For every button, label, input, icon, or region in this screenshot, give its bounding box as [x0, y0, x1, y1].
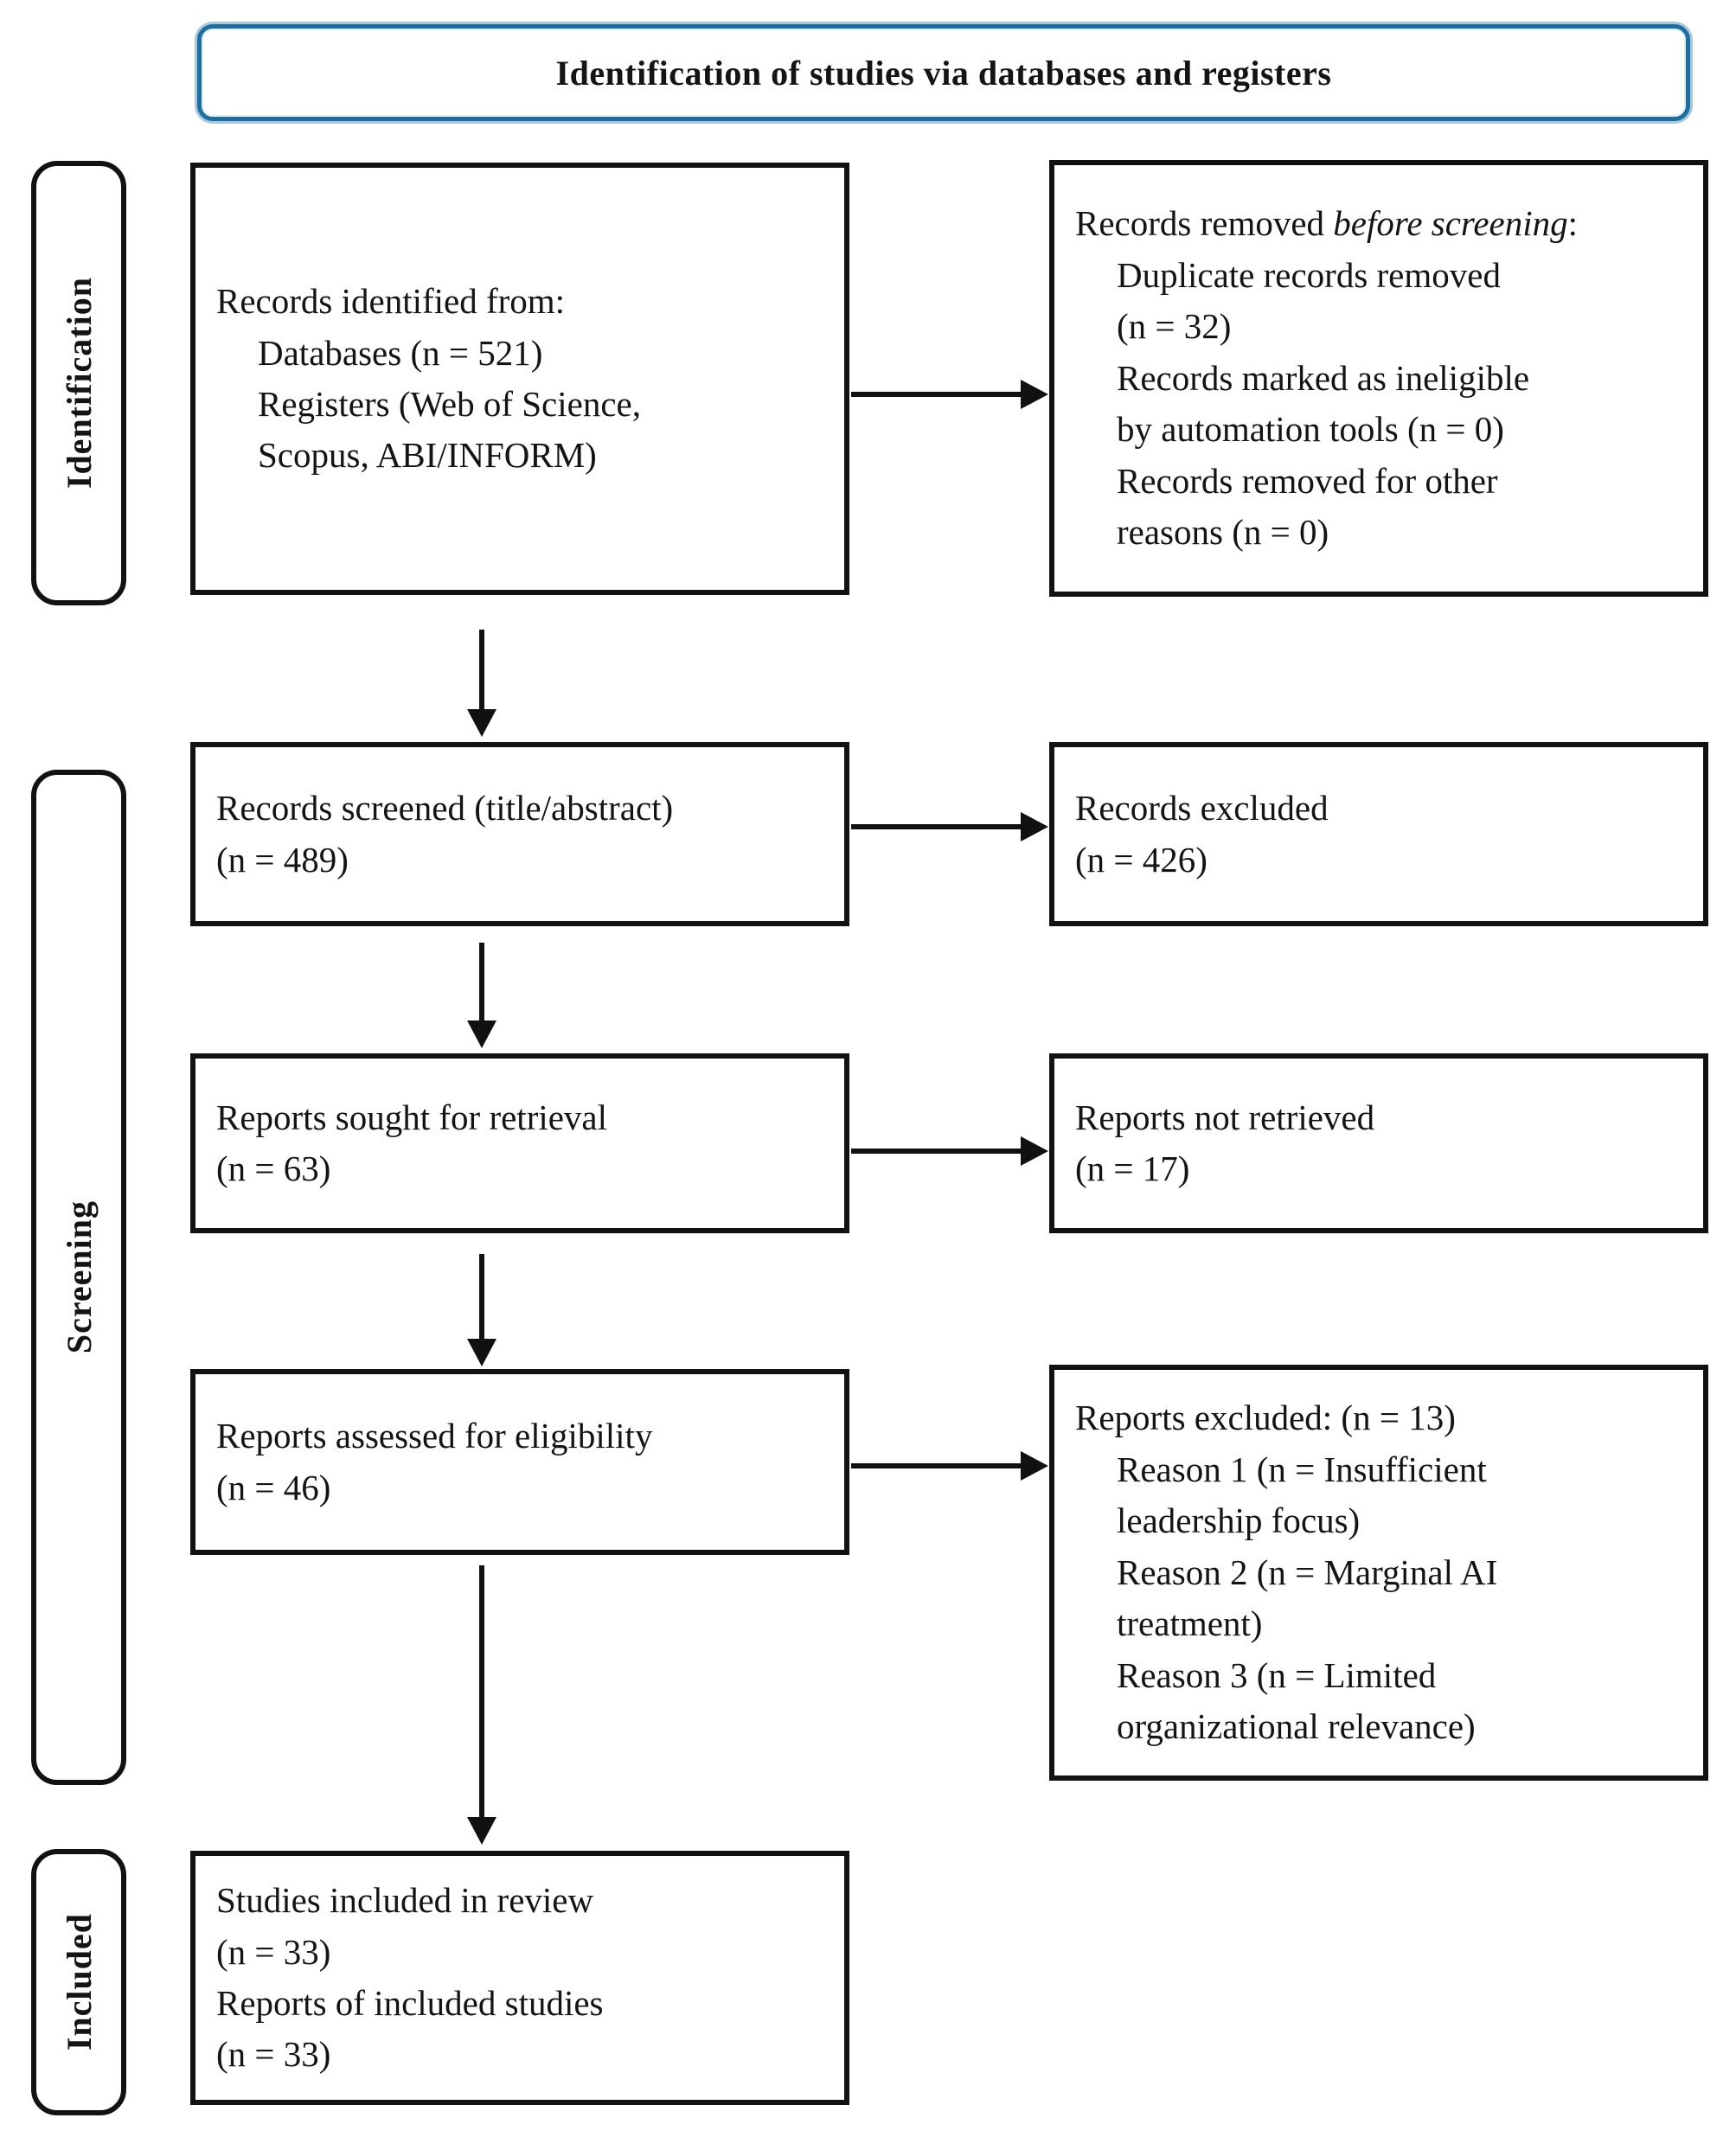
box-line: leadership focus): [1117, 1500, 1361, 1541]
box-line: Records screened (title/abstract): [216, 788, 674, 829]
box-line-italic-text: before screening: [1333, 203, 1568, 244]
arrow-assessed-to-reports-excluded: [851, 1451, 1048, 1481]
box-records-excluded: Records excluded (n = 426): [1049, 742, 1708, 926]
box-reports-assessed: Reports assessed for eligibility (n = 46…: [190, 1369, 849, 1555]
box-line: (n = 426): [1075, 839, 1208, 880]
stage-label-included: Included: [59, 1913, 99, 2051]
arrow-sought-to-assessed: [467, 1254, 496, 1366]
box-line: by automation tools (n = 0): [1117, 409, 1504, 450]
banner-title-box: Identification of studies via databases …: [197, 24, 1690, 121]
stage-box-identification: Identification: [31, 161, 126, 605]
box-line: Reports excluded: (n = 13): [1075, 1398, 1456, 1438]
box-records-screened: Records screened (title/abstract) (n = 4…: [190, 742, 849, 926]
stage-box-included: Included: [31, 1849, 126, 2115]
box-line: Reports of included studies: [216, 1983, 604, 2023]
box-line: Duplicate records removed: [1117, 254, 1501, 295]
box-line: (n = 46): [216, 1467, 331, 1507]
box-line: Scopus, ABI/INFORM): [258, 435, 597, 476]
box-line: Databases (n = 521): [258, 332, 543, 373]
box-line: Studies included in review: [216, 1880, 594, 1921]
box-line: (n = 32): [1117, 306, 1232, 347]
box-line: treatment): [1117, 1603, 1263, 1644]
box-line: (n = 17): [1075, 1148, 1190, 1188]
box-line: Reports not retrieved: [1075, 1097, 1375, 1137]
arrow-assessed-to-included: [467, 1565, 496, 1845]
box-reports-not-retrieved: Reports not retrieved (n = 17): [1049, 1053, 1708, 1233]
arrow-screened-to-records-excluded: [851, 812, 1048, 841]
box-line: Reason 2 (n = Marginal AI: [1117, 1552, 1498, 1592]
banner-title: Identification of studies via databases …: [555, 53, 1332, 93]
box-line-text: :: [1567, 203, 1579, 244]
box-line: Registers (Web of Science,: [258, 384, 641, 424]
box-line: Records marked as ineligible: [1117, 357, 1530, 398]
arrow-screened-to-sought: [467, 943, 496, 1048]
box-line: Reports sought for retrieval: [216, 1097, 608, 1137]
box-studies-included: Studies included in review (n = 33) Repo…: [190, 1851, 849, 2105]
box-line: Reason 1 (n = Insufficient: [1117, 1449, 1487, 1489]
box-line: Records removed before screening:: [1075, 198, 1688, 249]
box-line-text: Records removed: [1075, 203, 1334, 244]
box-records-identified: Records identified from: Databases (n = …: [190, 163, 849, 595]
box-line: Records identified from:: [216, 281, 566, 322]
box-line: (n = 33): [216, 2034, 331, 2075]
box-line: organizational relevance): [1117, 1706, 1476, 1747]
box-line: (n = 489): [216, 839, 349, 880]
box-line: Reports assessed for eligibility: [216, 1416, 653, 1456]
stage-label-identification: Identification: [59, 277, 99, 489]
box-line: reasons (n = 0): [1117, 512, 1329, 553]
box-line: (n = 33): [216, 1931, 331, 1972]
box-line: (n = 63): [216, 1148, 331, 1188]
box-line: Records removed for other: [1117, 460, 1498, 501]
arrow-sought-to-not-retrieved: [851, 1136, 1048, 1166]
stage-label-screening: Screening: [59, 1200, 99, 1354]
arrow-identified-to-removed: [851, 380, 1048, 409]
box-line: Records excluded: [1075, 788, 1329, 829]
box-reports-sought: Reports sought for retrieval (n = 63): [190, 1053, 849, 1233]
box-records-removed-before-screening: Records removed before screening: Duplic…: [1049, 160, 1708, 597]
arrow-identified-to-screened: [467, 630, 496, 737]
box-reports-excluded: Reports excluded: (n = 13) Reason 1 (n =…: [1049, 1365, 1708, 1781]
stage-box-screening: Screening: [31, 770, 126, 1785]
box-line: Reason 3 (n = Limited: [1117, 1654, 1437, 1695]
